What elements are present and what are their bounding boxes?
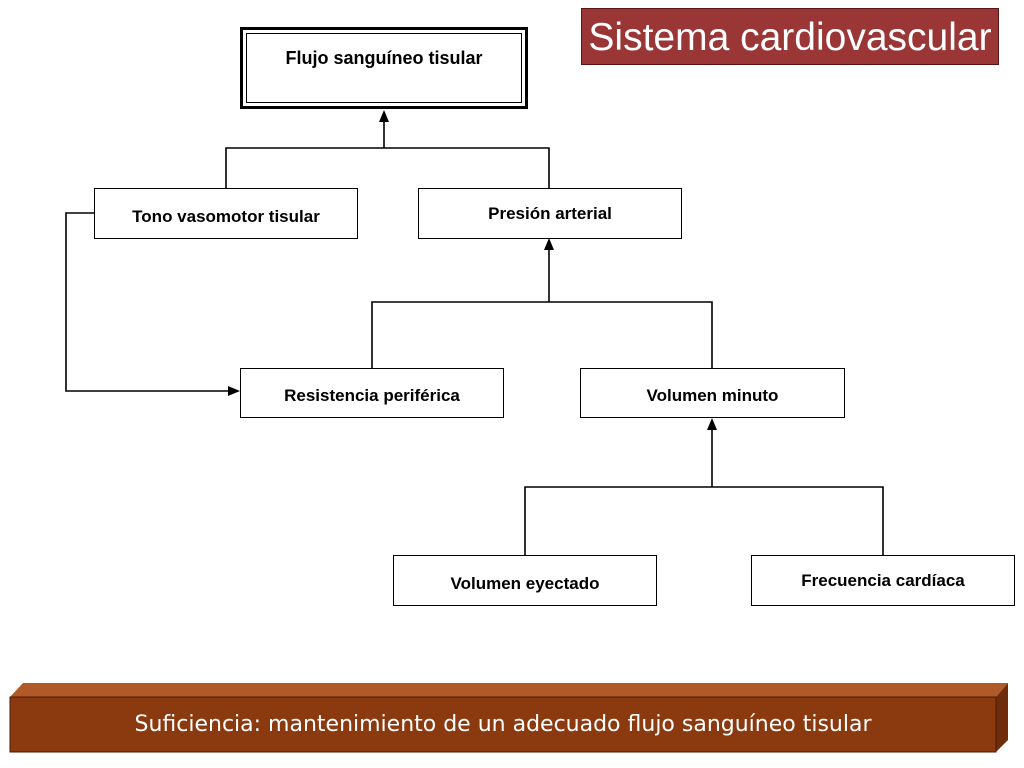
arrowhead-volumen-minuto bbox=[707, 418, 717, 430]
connector-resistencia-volumen-to-presion bbox=[371, 301, 713, 368]
slide-title: Sistema cardiovascular bbox=[581, 8, 999, 65]
node-volumen-eyectado-label: Volumen eyectado bbox=[450, 574, 600, 593]
node-volumen-eyectado: Volumen eyectado bbox=[393, 555, 657, 606]
node-flujo-sanguineo-tisular: Flujo sanguíneo tisular bbox=[240, 27, 528, 109]
node-volumen-minuto: Volumen minuto bbox=[580, 368, 845, 418]
connector-eyectado-frecuencia-to-volumen bbox=[524, 486, 884, 555]
arrowhead-presion bbox=[544, 238, 554, 250]
node-tono-vasomotor-tisular: Tono vasomotor tisular bbox=[94, 188, 358, 239]
arrowhead-resistencia bbox=[228, 386, 240, 396]
footer-bar-3d bbox=[9, 683, 1008, 753]
node-tono-label: Tono vasomotor tisular bbox=[132, 207, 320, 226]
footer-bar-side bbox=[996, 683, 1008, 752]
node-resistencia-periferica: Resistencia periférica bbox=[240, 368, 504, 418]
node-presion-label: Presión arterial bbox=[488, 204, 612, 223]
footer-banner-text: Suficiencia: mantenimiento de un adecuad… bbox=[134, 712, 872, 737]
node-flujo-inner-border bbox=[246, 33, 522, 103]
footer-bar-front bbox=[9, 696, 997, 753]
node-resistencia-label: Resistencia periférica bbox=[284, 386, 460, 405]
arrowhead-flujo bbox=[379, 110, 389, 122]
node-volumen-minuto-label: Volumen minuto bbox=[646, 386, 779, 405]
node-frecuencia-label: Frecuencia cardíaca bbox=[801, 571, 965, 590]
footer-bar-top bbox=[10, 683, 1008, 697]
connector-tono-to-resistencia bbox=[65, 212, 228, 392]
connector-tono-presion-to-flujo bbox=[225, 147, 550, 188]
node-presion-arterial: Presión arterial bbox=[418, 188, 682, 239]
node-flujo-label: Flujo sanguíneo tisular bbox=[285, 47, 483, 68]
node-frecuencia-cardiaca: Frecuencia cardíaca bbox=[751, 555, 1015, 606]
